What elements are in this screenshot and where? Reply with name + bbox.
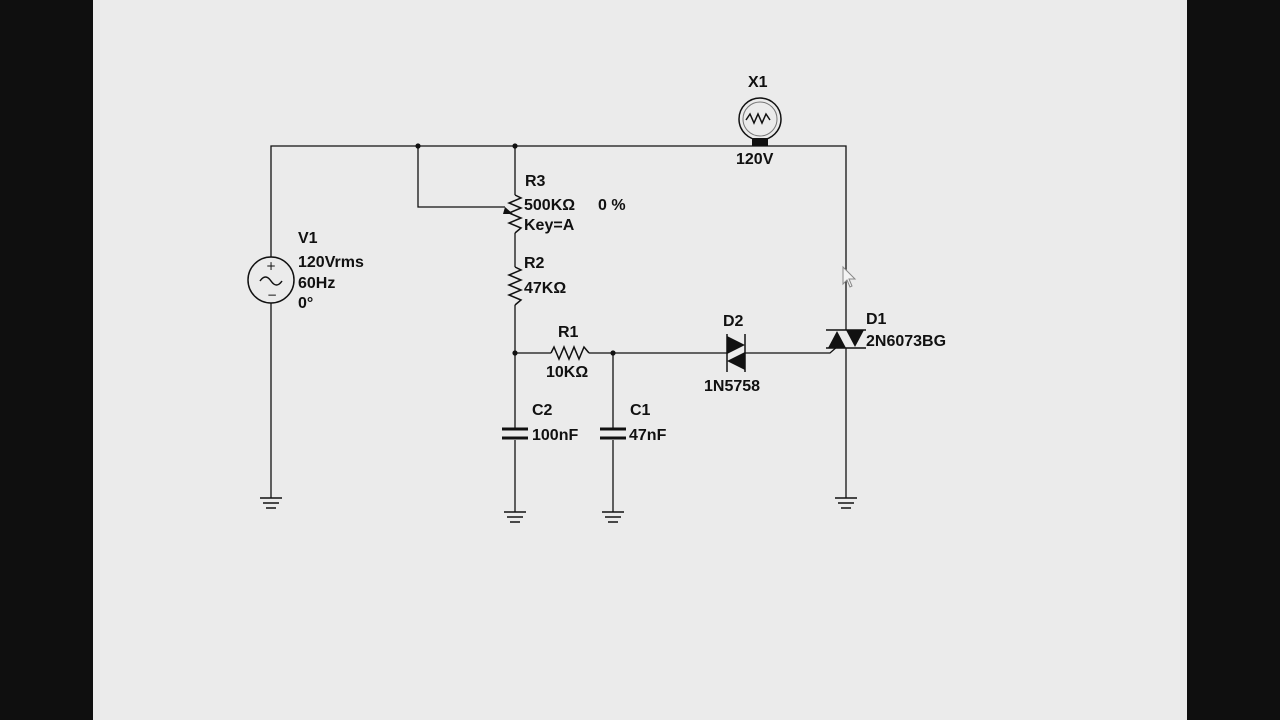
v1-ac-source[interactable]: + − xyxy=(247,256,295,304)
r3-setting-label: 0 % xyxy=(598,197,626,214)
v1-phase-label: 0° xyxy=(298,295,313,312)
r1-ref-label: R1 xyxy=(558,324,579,341)
ground-symbol xyxy=(260,497,282,509)
wire-r3-wiper xyxy=(417,146,505,208)
r1-value-label: 10KΩ xyxy=(546,364,588,381)
wire-d2-gate xyxy=(745,345,839,354)
d2-diac[interactable] xyxy=(726,334,746,372)
wires xyxy=(270,145,847,512)
ground-symbol xyxy=(504,511,526,523)
c2-value-label: 100nF xyxy=(532,427,578,444)
d2-ref-label: D2 xyxy=(723,313,744,330)
wire-top-rail xyxy=(270,145,847,330)
r2-value-label: 47KΩ xyxy=(524,280,566,297)
r3-key-label: Key=A xyxy=(524,217,575,234)
x1-ref-label: X1 xyxy=(748,74,768,91)
svg-text:+: + xyxy=(266,259,276,273)
ground-symbol xyxy=(835,497,857,509)
mouse-cursor-icon xyxy=(842,265,857,288)
x1-rating-label: 120V xyxy=(736,151,774,168)
c1-ref-label: C1 xyxy=(630,402,651,419)
junction-dot xyxy=(415,143,421,149)
v1-voltage-label: 120Vrms xyxy=(298,254,364,271)
r2-ref-label: R2 xyxy=(524,255,545,272)
junction-dot xyxy=(610,350,616,356)
d1-ref-label: D1 xyxy=(866,311,887,328)
circuit-schematic: + − V1 120Vrms 60Hz 0° X1 120V R3 500KΩ … xyxy=(247,74,946,523)
v1-frequency-label: 60Hz xyxy=(298,275,335,292)
c1-value-label: 47nF xyxy=(629,427,667,444)
v1-ref-label: V1 xyxy=(298,230,318,247)
junctions xyxy=(415,143,616,356)
c1-capacitor[interactable] xyxy=(600,427,626,440)
ground-symbol xyxy=(602,511,624,523)
svg-text:−: − xyxy=(267,288,277,302)
x1-lamp[interactable] xyxy=(738,97,782,146)
d2-part-label: 1N5758 xyxy=(704,378,760,395)
r3-potentiometer[interactable] xyxy=(503,194,523,234)
schematic-canvas: + − V1 120Vrms 60Hz 0° X1 120V R3 500KΩ … xyxy=(93,0,1187,720)
d1-triac[interactable] xyxy=(826,329,866,349)
junction-dot xyxy=(512,350,518,356)
r2-resistor[interactable] xyxy=(507,266,523,306)
r3-value-label: 500KΩ xyxy=(524,197,575,214)
d1-part-label: 2N6073BG xyxy=(866,333,946,350)
r1-resistor[interactable] xyxy=(550,345,590,361)
r3-ref-label: R3 xyxy=(525,173,546,190)
c2-capacitor[interactable] xyxy=(502,427,528,440)
junction-dot xyxy=(512,143,518,149)
c2-ref-label: C2 xyxy=(532,402,553,419)
